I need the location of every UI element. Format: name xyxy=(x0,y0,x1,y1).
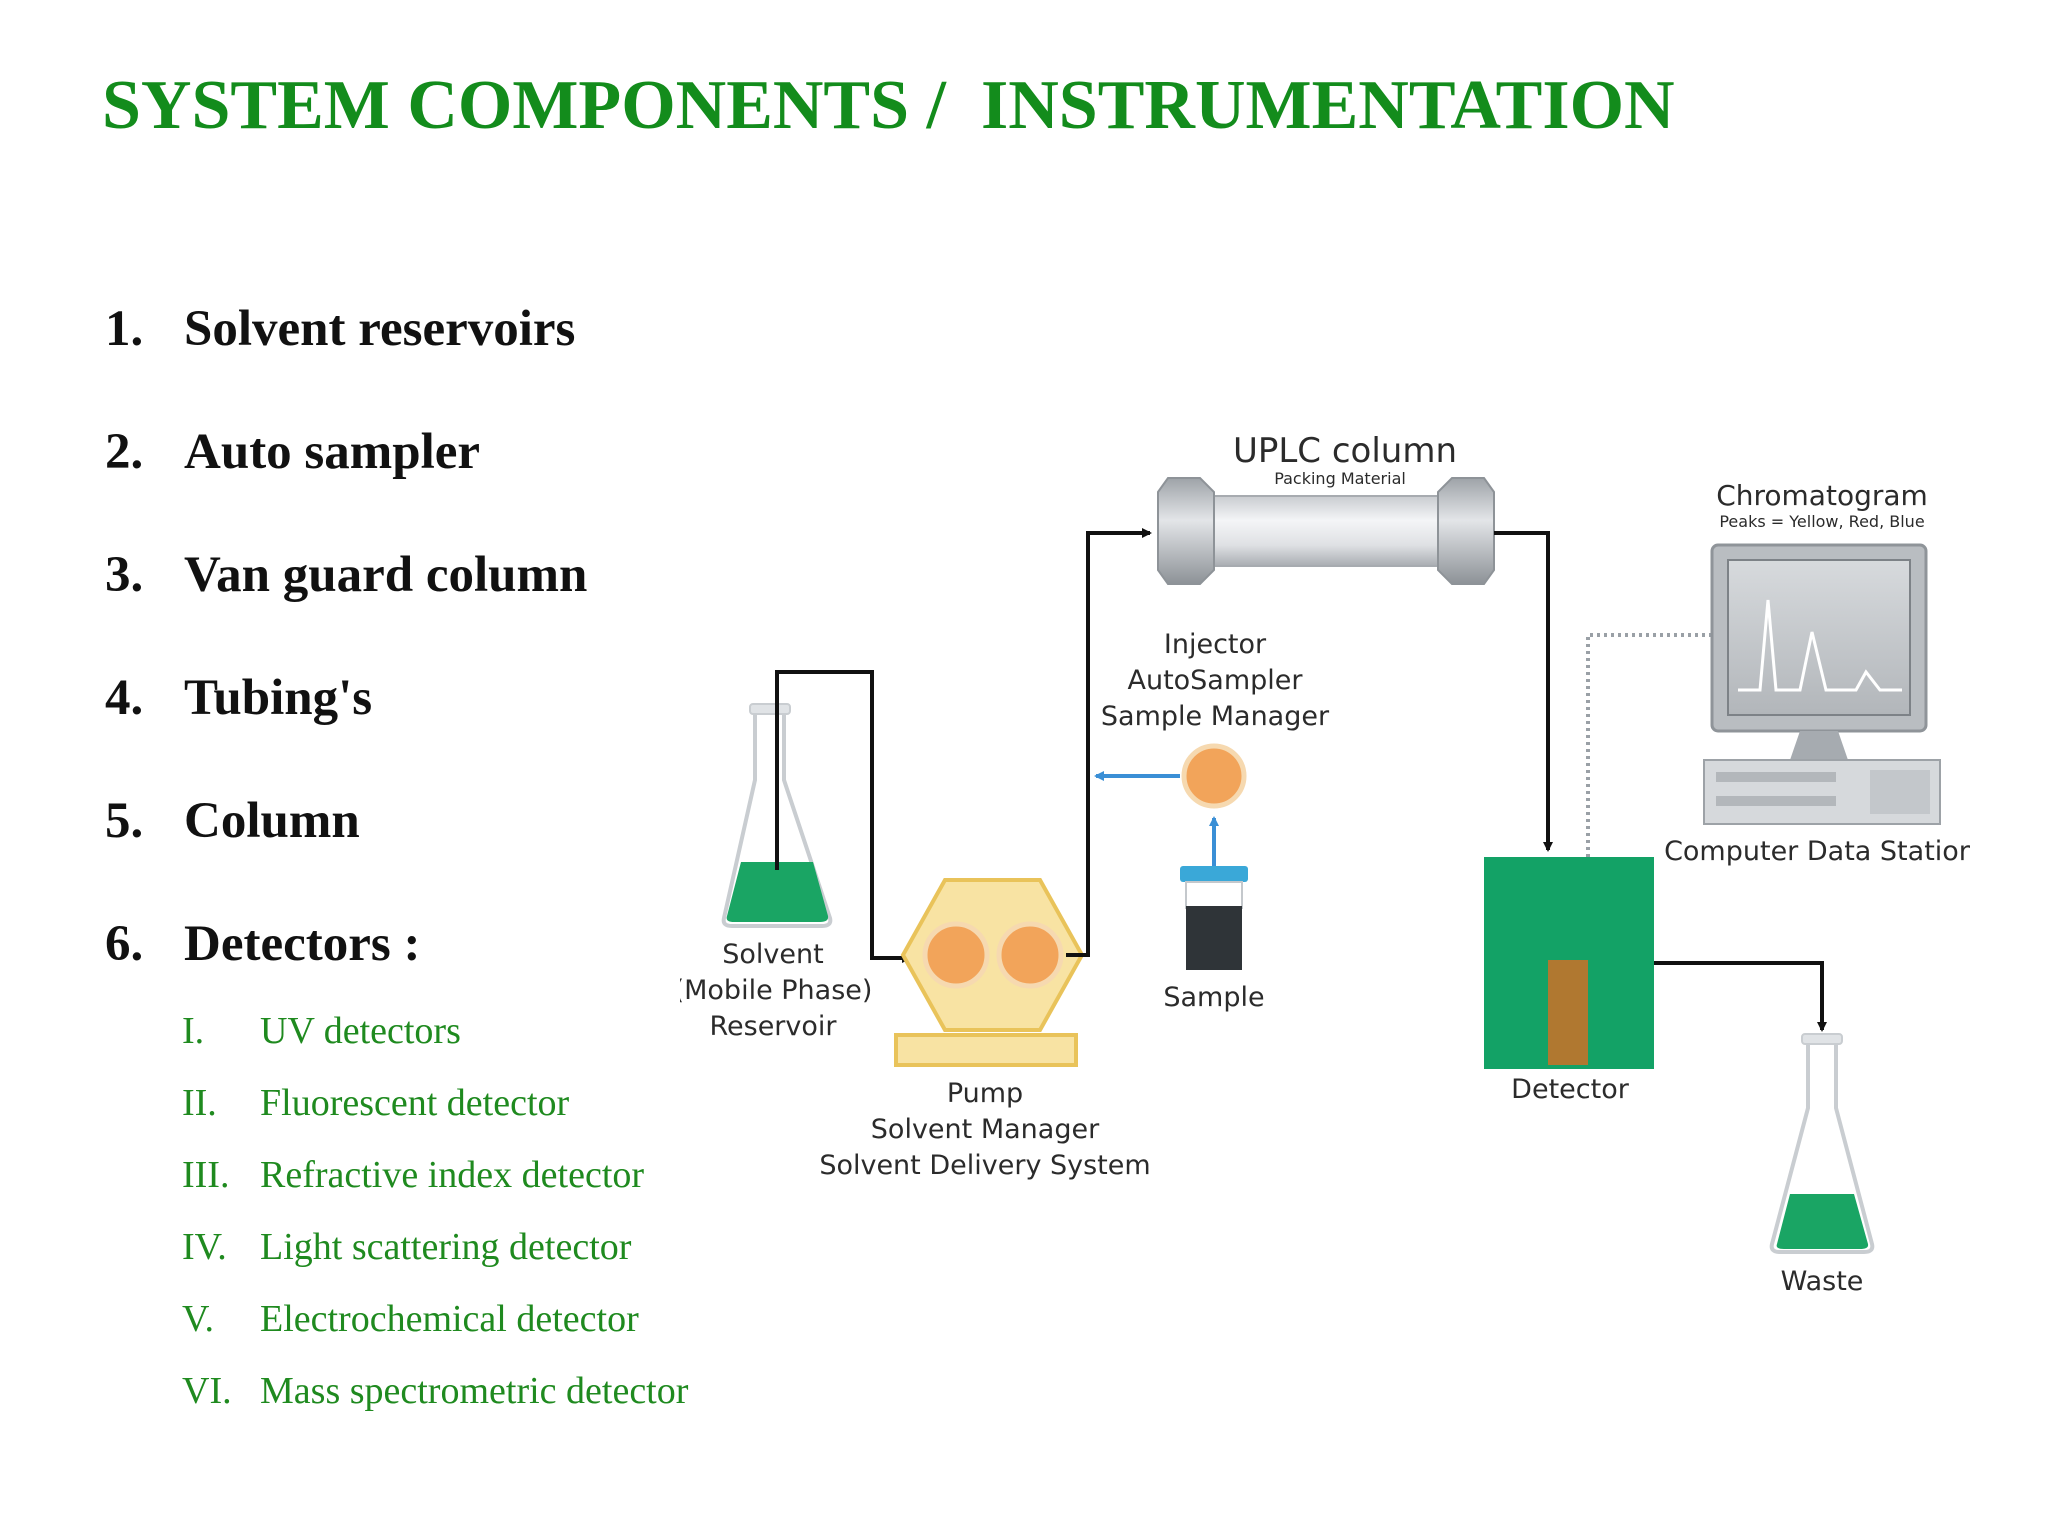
component-number: 5. xyxy=(105,793,144,849)
computer-icon xyxy=(1703,543,1941,825)
vial-icon xyxy=(1180,866,1248,970)
component-number: 6. xyxy=(105,916,144,972)
slide-title: SYSTEM COMPONENTS / INSTRUMENTATION xyxy=(102,67,1675,144)
chromatogram-subtitle: Peaks = Yellow, Red, Blue xyxy=(1719,512,1924,531)
detector-number: II. xyxy=(182,1082,217,1124)
component-number: 2. xyxy=(105,424,144,480)
chromatogram-title: Chromatogram xyxy=(1716,479,1928,512)
sample-label: Sample xyxy=(1163,982,1264,1013)
pump-label-line3: Solvent Delivery System xyxy=(819,1150,1150,1181)
tube-detector-to-waste xyxy=(1654,961,1827,1032)
component-label: Tubing's xyxy=(184,670,373,726)
pump-icon xyxy=(894,878,1085,1067)
component-label: Solvent reservoirs xyxy=(184,301,576,357)
detector-number: VI. xyxy=(182,1370,232,1412)
data-cable xyxy=(1586,633,1720,857)
waste-flask-icon xyxy=(1769,1033,1875,1254)
tube-column-to-detector xyxy=(1494,531,1553,852)
solvent-label-line1: Solvent xyxy=(722,939,823,970)
solvent-label-line2: (Mobile Phase) xyxy=(680,975,872,1006)
pump-label-line2: Solvent Manager xyxy=(871,1114,1100,1145)
hplc-flow-diagram: UPLC column Packing Material Injector Au… xyxy=(680,431,1970,1297)
detector-number: III. xyxy=(182,1154,230,1196)
detector-label: Mass spectrometric detector xyxy=(260,1370,689,1412)
component-label: Auto sampler xyxy=(184,424,481,480)
detector-label: Fluorescent detector xyxy=(260,1082,570,1124)
component-label: Column xyxy=(184,793,360,849)
component-label: Van guard column xyxy=(184,547,588,603)
solvent-label-line3: Reservoir xyxy=(709,1011,837,1042)
detector-label: Detector xyxy=(1511,1074,1630,1105)
component-number: 4. xyxy=(105,670,144,726)
detector-label: Refractive index detector xyxy=(260,1154,645,1196)
pump-label-line1: Pump xyxy=(947,1078,1023,1109)
detector-number: I. xyxy=(182,1010,205,1052)
component-label: Detectors : xyxy=(184,916,421,972)
detector-icon xyxy=(1484,857,1654,1069)
tube-solvent-to-pump xyxy=(775,670,912,963)
column-subtitle: Packing Material xyxy=(1274,469,1406,488)
injector-label-line2: AutoSampler xyxy=(1127,665,1303,696)
detector-label: UV detectors xyxy=(260,1010,461,1052)
column-icon xyxy=(1157,477,1495,585)
column-title: UPLC column xyxy=(1233,431,1457,471)
injector-icon xyxy=(1181,743,1247,809)
detector-label: Electrochemical detector xyxy=(260,1298,639,1340)
computer-label: Computer Data Station xyxy=(1664,836,1970,867)
tube-pump-to-column xyxy=(1066,528,1152,957)
injector-label-line1: Injector xyxy=(1164,629,1267,660)
component-number: 3. xyxy=(105,547,144,603)
waste-label: Waste xyxy=(1781,1266,1864,1297)
injector-label-line3: Sample Manager xyxy=(1101,701,1330,732)
component-number: 1. xyxy=(105,301,144,357)
detector-number: IV. xyxy=(182,1226,227,1268)
detector-label: Light scattering detector xyxy=(260,1226,632,1268)
detector-number: V. xyxy=(182,1298,215,1340)
